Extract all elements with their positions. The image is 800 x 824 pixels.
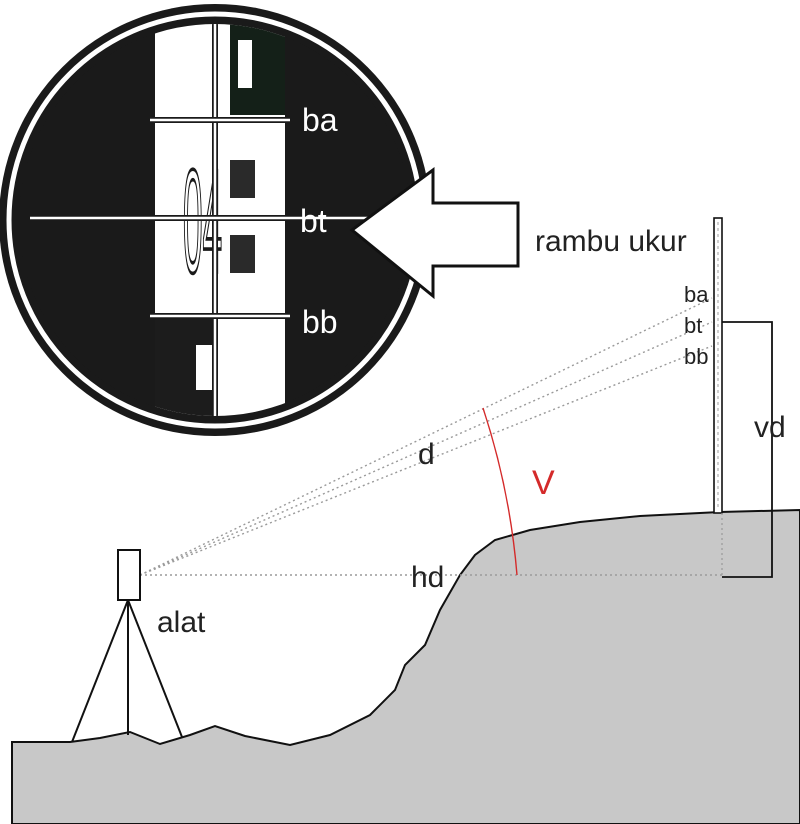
zoom-view: 04 ba bt bb [0, 4, 431, 436]
label-vd: vd [754, 411, 786, 444]
instrument-tripod [71, 549, 183, 743]
zoom-label-bt: bt [300, 203, 327, 239]
rod-label-bb: bb [684, 344, 708, 369]
label-hd: hd [411, 561, 444, 594]
pointer-arrow [349, 167, 520, 300]
zoom-label-bb: bb [302, 304, 338, 340]
label-V: V [532, 464, 555, 502]
rod-label-bt: bt [684, 313, 702, 338]
sight-line-ba [139, 297, 713, 576]
vertical-angle-arc [482, 407, 518, 576]
sight-line-bt [139, 321, 713, 576]
label-d: d [418, 438, 435, 471]
rod-label-ba: ba [684, 282, 709, 307]
label-alat: alat [157, 606, 206, 639]
zoom-label-ba: ba [302, 102, 338, 138]
sight-lines [139, 297, 722, 576]
leveling-rod [713, 217, 723, 575]
vd-bracket [722, 321, 773, 578]
ground-terrain [11, 508, 800, 824]
label-rambu-ukur: rambu ukur [535, 225, 687, 258]
instrument-body [117, 549, 141, 601]
